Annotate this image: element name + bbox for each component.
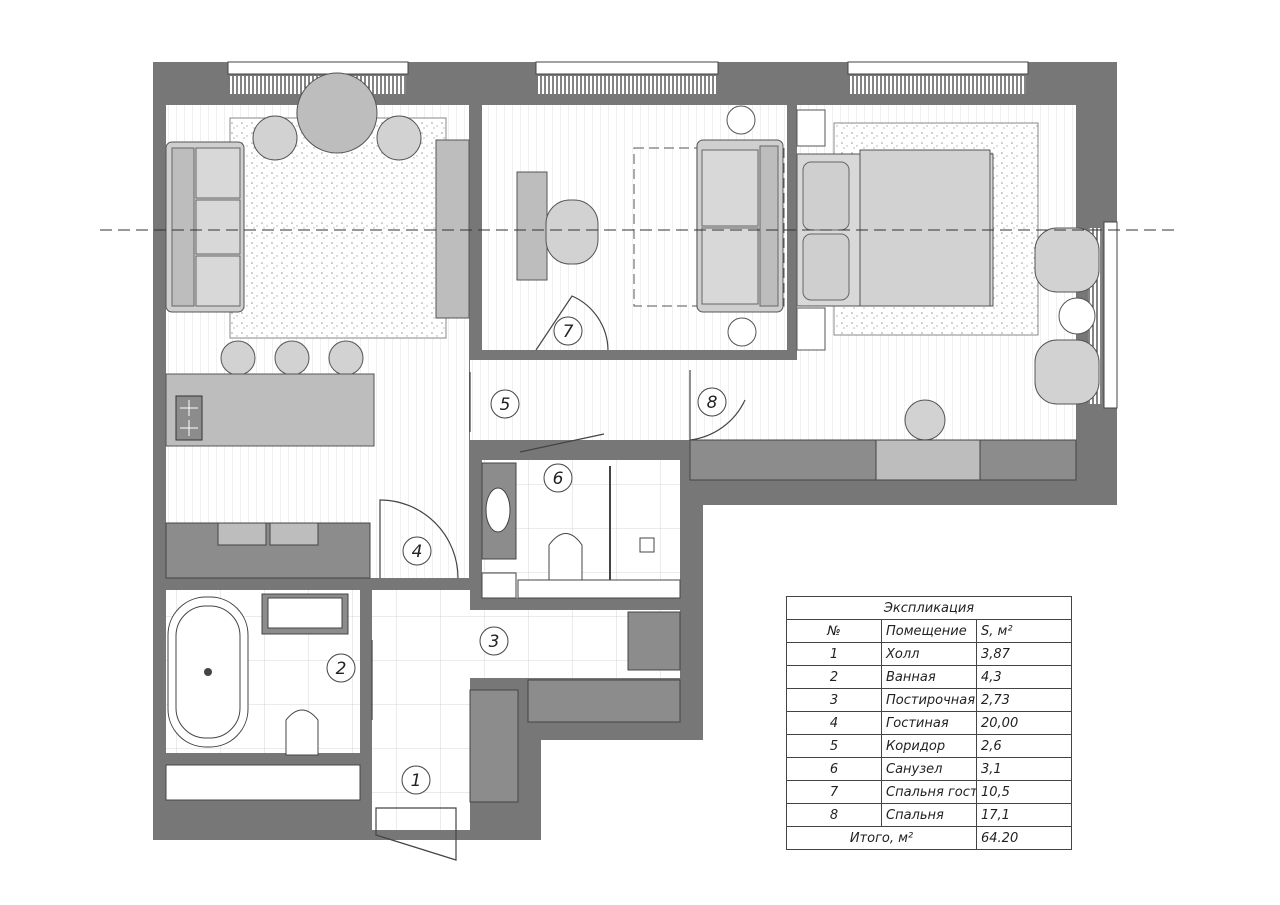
plant-icon xyxy=(796,307,826,351)
sofa-icon xyxy=(165,141,245,313)
living-room-furniture xyxy=(165,72,470,579)
chair-icon xyxy=(376,115,422,161)
row-name: Ванная xyxy=(881,665,977,689)
row-area: 3,87 xyxy=(976,642,1072,666)
room-number-5: 5 xyxy=(490,389,520,419)
svg-text:2: 2 xyxy=(336,659,347,679)
bathtub-icon xyxy=(167,596,249,748)
room-number-2: 2 xyxy=(326,653,356,683)
row-num: 8 xyxy=(786,803,882,827)
table-title-row: Экспликация xyxy=(786,596,1072,620)
sofa-icon xyxy=(696,139,784,313)
row-name: Гостиная xyxy=(881,711,977,735)
chair-icon xyxy=(545,199,599,265)
guest-bedroom-furniture xyxy=(516,105,785,347)
bathroom-furniture xyxy=(165,593,361,801)
row-area: 2,73 xyxy=(976,688,1072,712)
row-area: 3,1 xyxy=(976,757,1072,781)
row-area: 2,6 xyxy=(976,734,1072,758)
row-num: 2 xyxy=(786,665,882,689)
wc-furniture xyxy=(481,462,681,599)
row-area: 20,00 xyxy=(976,711,1072,735)
door-swing-icon xyxy=(371,295,746,861)
room-number-7: 7 xyxy=(553,316,583,346)
table-title: Экспликация xyxy=(786,596,1072,620)
plant-icon xyxy=(726,105,756,135)
header-num: № xyxy=(786,619,882,643)
room-labels: 1 2 3 4 5 6 7 8 xyxy=(326,316,727,795)
svg-text:8: 8 xyxy=(707,393,718,413)
chair-icon xyxy=(220,340,364,376)
room-number-4: 4 xyxy=(402,536,432,566)
cooktop-icon xyxy=(175,395,203,441)
svg-text:4: 4 xyxy=(412,542,423,562)
row-num: 7 xyxy=(786,780,882,804)
row-area: 10,5 xyxy=(976,780,1072,804)
row-num: 6 xyxy=(786,757,882,781)
row-name: Санузел xyxy=(881,757,977,781)
header-name: Помещение xyxy=(881,619,977,643)
room-number-3: 3 xyxy=(479,626,509,656)
svg-text:5: 5 xyxy=(500,395,511,415)
row-num: 5 xyxy=(786,734,882,758)
row-area: 4,3 xyxy=(976,665,1072,689)
row-area: 17,1 xyxy=(976,803,1072,827)
room-number-6: 6 xyxy=(543,463,573,493)
sink-icon xyxy=(485,487,511,533)
total-label: Итого, м² xyxy=(786,826,977,850)
bedroom-furniture xyxy=(689,109,1100,481)
total-value: 64.20 xyxy=(976,826,1072,850)
table-header-row: № Помещение S, м² xyxy=(786,619,1072,643)
row-name: Постирочная xyxy=(881,688,977,712)
chair-icon xyxy=(1034,227,1100,293)
row-num: 4 xyxy=(786,711,882,735)
toilet-icon xyxy=(285,709,319,756)
room-number-8: 8 xyxy=(697,387,727,417)
toilet-icon xyxy=(548,533,583,581)
table-total-row: Итого, м² 64.20 xyxy=(786,826,1072,850)
header-area: S, м² xyxy=(976,619,1072,643)
sink-icon xyxy=(261,593,349,635)
svg-text:6: 6 xyxy=(553,469,564,489)
row-name: Холл xyxy=(881,642,977,666)
chair-icon xyxy=(252,115,298,161)
bed-icon xyxy=(796,149,994,307)
row-name: Коридор xyxy=(881,734,977,758)
row-name: Спальня гостевая xyxy=(881,780,977,804)
laundry-furniture xyxy=(469,611,681,803)
chair-icon xyxy=(904,399,946,441)
chair-icon xyxy=(1034,339,1100,405)
walls xyxy=(153,62,1117,840)
row-num: 1 xyxy=(786,642,882,666)
svg-text:3: 3 xyxy=(489,632,500,652)
row-num: 3 xyxy=(786,688,882,712)
svg-text:1: 1 xyxy=(411,771,422,791)
row-name: Спальня xyxy=(881,803,977,827)
svg-text:7: 7 xyxy=(563,322,574,342)
room-number-1: 1 xyxy=(401,765,431,795)
